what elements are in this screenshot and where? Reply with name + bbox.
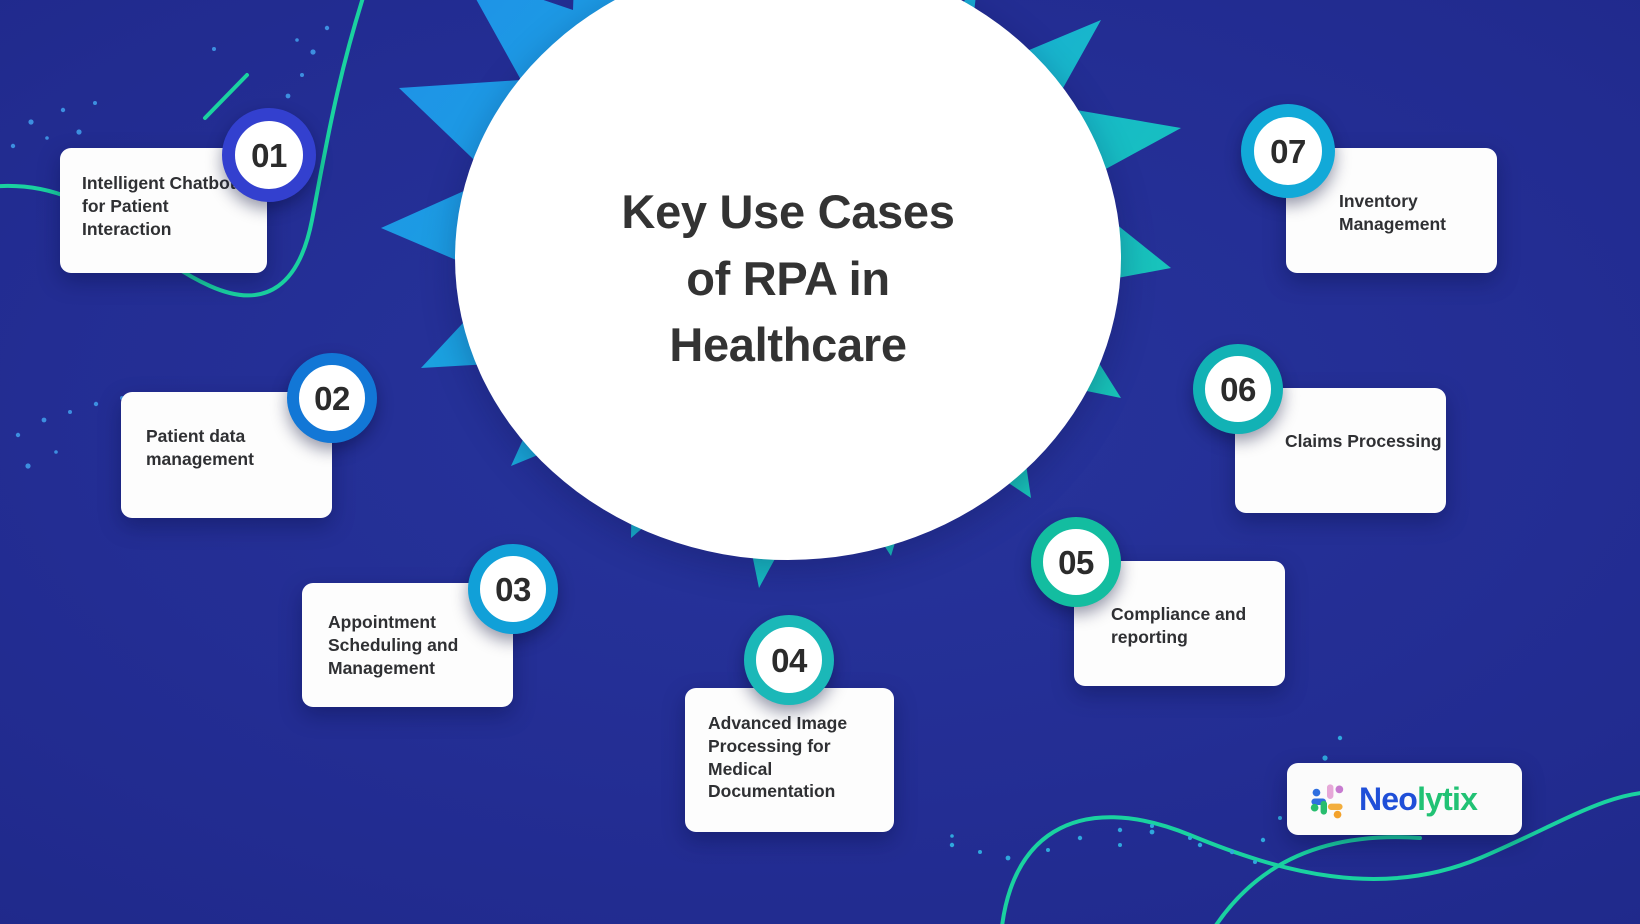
page-title: Key Use Cases of RPA in Healthcare [553, 137, 1023, 379]
use-case-label-04: Advanced Image Processing for Medical Do… [708, 713, 848, 802]
use-case-badge-02[interactable]: 02 [287, 353, 377, 443]
use-case-label-02: Patient data management [146, 426, 254, 469]
page-title-line-2: of RPA in [686, 251, 890, 305]
use-case-badge-03[interactable]: 03 [468, 544, 558, 634]
brand-logo[interactable]: Neolytix [1287, 763, 1522, 835]
use-case-number-03: 03 [495, 570, 531, 608]
green-dash-diagonal [203, 73, 249, 120]
dot-constellation-bottomleft-of-cards [950, 824, 1154, 838]
dot-constellation-leftmid [15, 396, 124, 469]
pinwheel-pink-arm [1327, 784, 1344, 799]
neolytix-pinwheel-icon [1310, 784, 1344, 819]
dot-constellation-bottomcenter [949, 829, 1203, 861]
use-case-label-01: Intelligent Chatbots for Patient Interac… [82, 173, 246, 239]
use-case-number-01: 01 [251, 136, 287, 174]
pinwheel-orange-arm [1327, 803, 1343, 819]
use-case-badge-01[interactable]: 01 [222, 108, 316, 202]
use-case-label-03: Appointment Scheduling and Management [328, 612, 459, 678]
use-case-label-05: Compliance and reporting [1111, 604, 1247, 647]
dot-constellation-topleft [10, 101, 97, 149]
use-case-badge-07[interactable]: 07 [1241, 104, 1335, 198]
page-title-line-3: Healthcare [669, 318, 907, 372]
brand-logo-word-lytix: lytix [1417, 781, 1478, 817]
pinwheel-green-arm [1310, 800, 1327, 815]
brand-logo-wordmark: Neolytix [1359, 781, 1478, 817]
use-case-number-02: 02 [314, 379, 350, 417]
green-curve-bottomleft [1214, 835, 1422, 924]
page-title-line-1: Key Use Cases [621, 184, 955, 238]
use-case-card-04[interactable]: Advanced Image Processing for Medical Do… [685, 688, 894, 832]
use-case-badge-05[interactable]: 05 [1031, 517, 1121, 607]
use-case-badge-06[interactable]: 06 [1193, 344, 1283, 434]
use-case-label-06: Claims Processing [1285, 431, 1442, 451]
use-case-card-02[interactable]: Patient data management [121, 392, 332, 518]
use-case-number-06: 06 [1220, 370, 1256, 408]
use-case-number-05: 05 [1058, 543, 1094, 581]
use-case-number-07: 07 [1270, 132, 1306, 170]
center-circle: Key Use Cases of RPA in Healthcare [455, 0, 1121, 560]
use-case-badge-04[interactable]: 04 [744, 615, 834, 705]
use-case-number-04: 04 [771, 641, 807, 679]
brand-logo-word-neo: Neo [1359, 781, 1418, 817]
use-case-label-07: Inventory Management [1339, 191, 1446, 234]
